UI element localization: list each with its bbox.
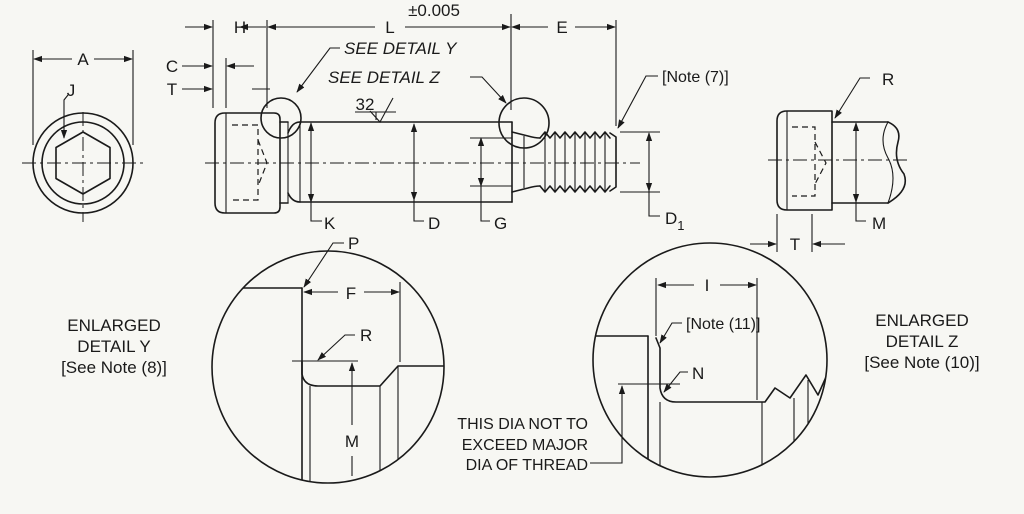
- label-h: H: [234, 18, 246, 37]
- thread-note-line-1: THIS DIA NOT TO: [457, 416, 588, 433]
- label-n: N: [692, 364, 704, 383]
- detail-y-title-1: ENLARGED: [67, 316, 161, 335]
- detail-y-view: [211, 242, 445, 484]
- side-view: [182, 14, 660, 222]
- detail-z-title-1: ENLARGED: [875, 311, 969, 330]
- label-c: C: [166, 57, 178, 76]
- label-d: D: [428, 214, 440, 233]
- note-7-label: [Note (7)]: [662, 69, 729, 86]
- thread-note-line-2: EXCEED MAJOR: [462, 437, 588, 454]
- detail-z-note: [See Note (10)]: [864, 353, 979, 372]
- label-r-detail: R: [360, 326, 372, 345]
- thread-note-line-3: DIA OF THREAD: [466, 457, 588, 474]
- labels: A J H L ±0.005 E C T SEE DETAIL Y SEE DE…: [61, 1, 980, 474]
- note-11-label: [Note (11)]: [686, 316, 760, 333]
- see-detail-y-label: SEE DETAIL Y: [344, 39, 458, 58]
- label-g: G: [494, 214, 507, 233]
- label-d1: D1: [665, 209, 685, 233]
- label-t-right: T: [790, 235, 800, 254]
- detail-y-title-2: DETAIL Y: [77, 337, 150, 356]
- detail-z-view: [590, 242, 828, 478]
- label-f: F: [346, 284, 356, 303]
- label-m-right: M: [872, 214, 886, 233]
- label-m-detail: M: [345, 432, 359, 451]
- detail-y-note: [See Note (8)]: [61, 358, 167, 377]
- detail-z-title-2: DETAIL Z: [886, 332, 959, 351]
- surface-finish-label: 32: [356, 95, 375, 114]
- end-view: [22, 50, 144, 222]
- label-a: A: [77, 50, 89, 69]
- label-j: J: [67, 81, 76, 100]
- label-i: I: [705, 276, 710, 295]
- label-k: K: [324, 214, 336, 233]
- see-detail-z-label: SEE DETAIL Z: [328, 68, 440, 87]
- tolerance-label: ±0.005: [408, 1, 460, 20]
- label-e: E: [556, 18, 567, 37]
- head-partial-view: [750, 77, 910, 252]
- label-r-right: R: [882, 70, 894, 89]
- label-l: L: [385, 18, 394, 37]
- label-p: P: [348, 234, 359, 253]
- label-t: T: [167, 80, 177, 99]
